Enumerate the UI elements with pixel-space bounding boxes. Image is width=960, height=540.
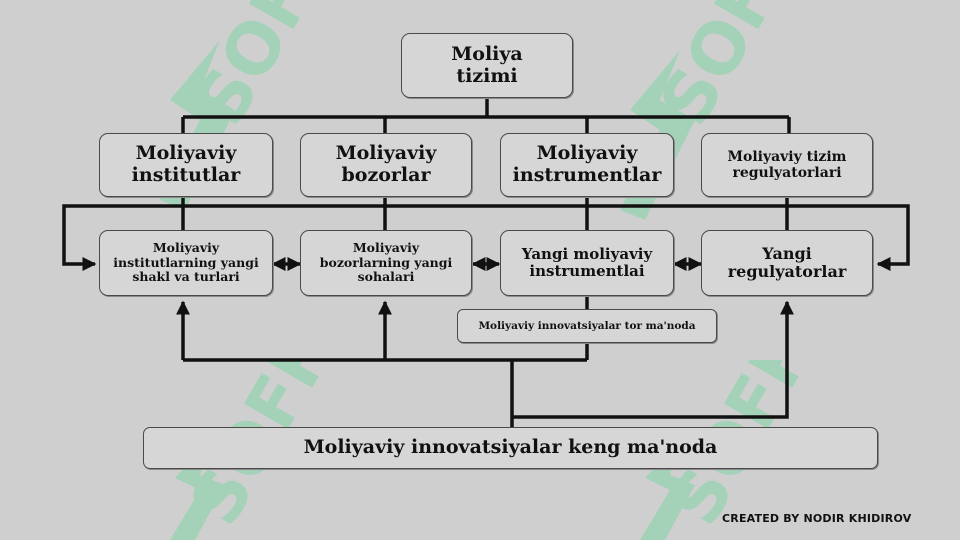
box-yangi-institutlar: Moliyaviy institutlarning yangi shakl va… [99, 230, 273, 296]
box-moliyaviy-bozorlar: Moliyaviy bozorlar [300, 133, 472, 197]
connector-outer-loop-left [62, 204, 100, 271]
box-innovatsiyalar-tor: Moliyaviy innovatsiyalar tor ma'noda [457, 309, 717, 343]
box-moliyaviy-tizim-regulyatorlari: Moliyaviy tizim regulyatorlari [701, 133, 873, 197]
box-yangi-regulyatorlar: Yangi regulyatorlar [701, 230, 873, 296]
box-moliyaviy-institutlar: Moliyaviy institutlar [99, 133, 273, 197]
box-yangi-instrumentlai: Yangi moliyaviy instrumentlai [500, 230, 674, 296]
box-moliyaviy-instrumentlar: Moliyaviy instrumentlar [500, 133, 674, 197]
connector-outer-loop-right [100, 204, 910, 271]
credit-text: CREATED BY NODIR KHIDIROV [722, 512, 912, 525]
box-innovatsiyalar-keng: Moliyaviy innovatsiyalar keng ma'noda [143, 427, 878, 469]
connector-keng-to-regulyatorlar [512, 300, 794, 419]
box-yangi-bozorlar: Moliyaviy bozorlarning yangi sohalari [300, 230, 472, 296]
box-root-moliya-tizimi: Moliya tizimi [401, 33, 573, 98]
